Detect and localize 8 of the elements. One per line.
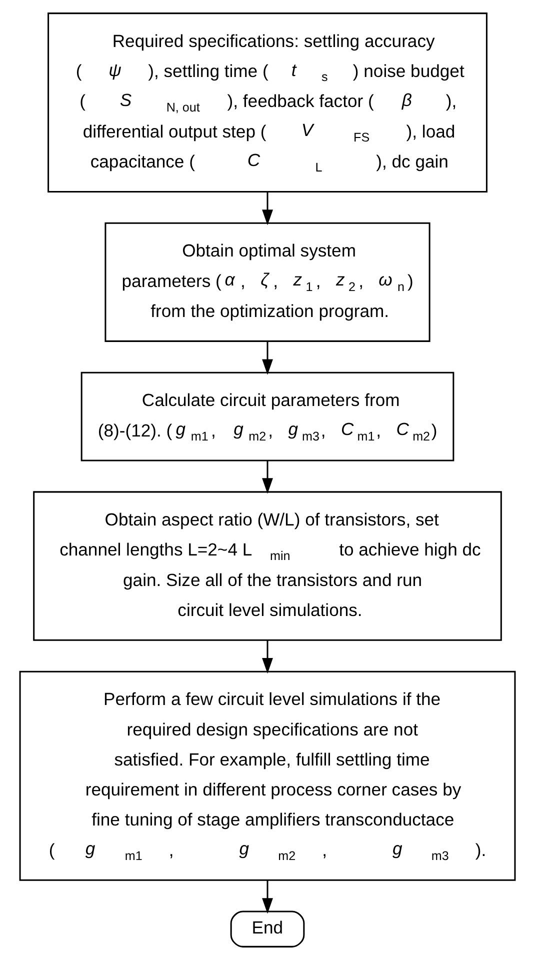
node-box: End: [230, 910, 305, 948]
arrow: [262, 880, 273, 914]
arrow: [262, 192, 273, 226]
arrow: [262, 640, 273, 674]
node-box: Calculate circuit parameters from (8)-(12). (g$_{m1}$, g$_{m2}$, g$_{m3}$, C$_{m1}$, C$_{m2}$): [80, 372, 454, 462]
arrow: [262, 341, 273, 375]
arrow: [262, 460, 273, 494]
node-box: Obtain optimal system parameters (α, ζ, z$_{1}$, z$_{2}$, ω$_{n}$) from the optimization program.: [104, 222, 430, 342]
